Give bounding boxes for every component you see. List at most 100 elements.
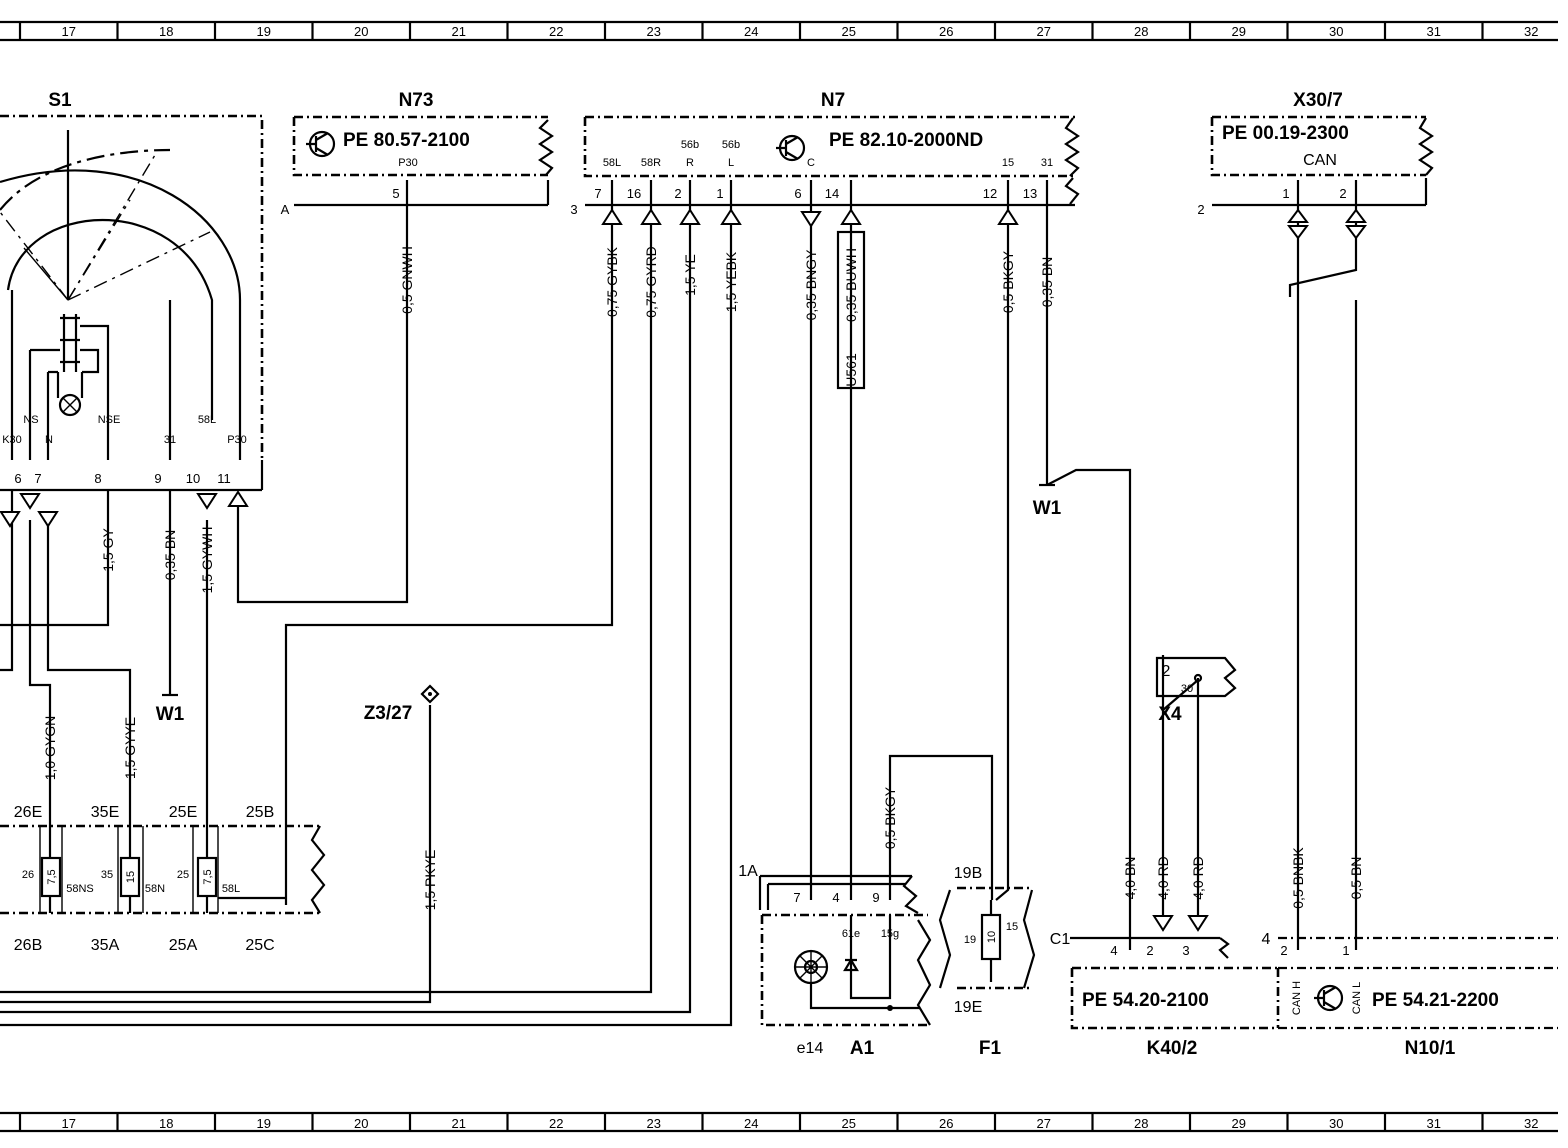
x30-7-reference: PE 00.19-2300 <box>1222 123 1349 144</box>
n7-pin-number: 2 <box>674 186 681 201</box>
n7-pin-number: 1 <box>716 186 723 201</box>
n7-side: 3 <box>570 202 577 217</box>
k40-2-reference: PE 54.20-2100 <box>1082 990 1209 1011</box>
sheath-u561: U561 <box>836 230 866 390</box>
connector-arrows <box>0 208 1367 932</box>
x30-7-pin-number: 2 <box>1339 186 1346 201</box>
fuse-rating: 7,5 <box>202 869 214 884</box>
n7-pin-label: 15 <box>1002 157 1014 169</box>
wire-label: 0,5 BKGY <box>882 786 898 849</box>
ruler-column-number: 32 <box>1524 24 1538 39</box>
n10-1-reference: PE 54.21-2200 <box>1372 990 1499 1011</box>
component-z3-27: Z3/27 <box>364 684 440 724</box>
ruler-column-number: 19 <box>257 24 271 39</box>
s1-title: S1 <box>48 90 72 111</box>
wire-label: 1,5 GY <box>100 528 116 572</box>
x30-7-title: X30/7 <box>1293 90 1343 111</box>
wire-label: 1,5 GYYE <box>122 717 138 779</box>
k40-2-pin: 2 <box>1146 943 1153 958</box>
n7-pin-number: 12 <box>983 186 997 201</box>
ruler-column-number: 23 <box>647 1116 661 1131</box>
a1-pin: 9 <box>872 890 879 905</box>
ruler-column-number: 17 <box>62 24 76 39</box>
fuse-box: 26E 35E 25E 25B 26B 35A 25A 25C 7,5 26 5… <box>0 804 326 954</box>
s1-pin-number: 9 <box>154 471 161 486</box>
n10-1-pin: 2 <box>1280 943 1287 958</box>
wire-label: 0,5 GNWH <box>399 246 415 314</box>
ruler-column-number: 26 <box>939 1116 953 1131</box>
ruler-column-number: 30 <box>1329 24 1343 39</box>
ruler-column-number: 22 <box>549 24 563 39</box>
wire-labels: 0,5 GNWH 0,75 GYBK 0,75 GYRD 1,5 YE 1,5 … <box>42 246 1364 910</box>
n7-pin-number: 16 <box>627 186 641 201</box>
wire-label: 1,5 YEBK <box>723 251 739 312</box>
n7-pin-number: 13 <box>1023 186 1037 201</box>
n73-side: A <box>281 202 290 217</box>
s1-pin-58l: 58L <box>198 414 216 426</box>
n7-pin-label: 31 <box>1041 157 1053 169</box>
z3-27-title: Z3/27 <box>364 703 413 724</box>
connector-arrow <box>640 208 662 225</box>
wire-label: 0,35 BUWH <box>843 248 859 322</box>
n10-1-pin: 1 <box>1342 943 1349 958</box>
s1-pin-n: N <box>45 434 53 446</box>
component-n7: N7 PE 82.10-2000ND 58L 58R 56b R 56b L C… <box>570 90 1080 217</box>
f1-bottom: 19E <box>954 999 982 1016</box>
f1-rating: 10 <box>986 931 998 943</box>
n73-reference: PE 80.57-2100 <box>343 130 470 151</box>
ruler-column-number: 22 <box>549 1116 563 1131</box>
n10-1-title: N10/1 <box>1405 1038 1456 1059</box>
a1-pin: 4 <box>832 890 839 905</box>
ruler-column-number: 32 <box>1524 1116 1538 1131</box>
connector-arrow <box>1187 915 1209 932</box>
connector-arrow <box>601 208 623 225</box>
fuse-output: 58NS <box>66 883 94 895</box>
connector-arrow <box>37 511 59 528</box>
n73-pin-number: 5 <box>392 186 399 201</box>
x4-pin-a: 2 <box>1162 663 1171 680</box>
connector-arrow <box>679 208 701 225</box>
a1-pin: 7 <box>793 890 800 905</box>
connector-arrow <box>196 493 218 510</box>
fusebox-bottom: 25C <box>245 937 274 954</box>
wire-label: 4,0 BN <box>1122 857 1138 900</box>
wire-label: 4,0 RD <box>1190 856 1206 900</box>
ground-w1-left: W1 <box>156 693 185 725</box>
fuse-output: 58N <box>145 883 165 895</box>
connector-arrow <box>0 511 21 528</box>
n10-1-side: 4 <box>1262 931 1271 948</box>
wire-label: 1,5 PKYE <box>422 850 438 911</box>
connector-arrow <box>720 208 742 225</box>
n7-pin-label: 56b <box>722 139 740 151</box>
connector-arrow <box>997 208 1019 225</box>
wire-label: 4,0 RD <box>1155 856 1171 900</box>
n7-pin-label: L <box>728 157 734 169</box>
fuse-output: 58L <box>222 883 240 895</box>
ground-w1-right: W1 <box>1033 483 1062 519</box>
wire-label: 0,5 BKGY <box>1000 250 1016 313</box>
n7-pin-label: 56b <box>681 139 699 151</box>
ruler-column-number: 19 <box>257 1116 271 1131</box>
x30-7-pin-number: 1 <box>1282 186 1289 201</box>
s1-pin-nse: NSE <box>98 414 121 426</box>
wire-label: 0,5 BNBK <box>1290 847 1306 909</box>
ruler-column-number: 27 <box>1037 1116 1051 1131</box>
ruler-column-number: 29 <box>1232 24 1246 39</box>
ruler-column-number: 25 <box>842 1116 856 1131</box>
ruler-column-number: 28 <box>1134 1116 1148 1131</box>
x30-7-side: 2 <box>1197 202 1204 217</box>
a1-side: 1A <box>738 863 758 880</box>
s1-pin-number: 8 <box>94 471 101 486</box>
ruler-column-number: 17 <box>62 1116 76 1131</box>
fusebox-bottom: 25A <box>169 937 198 954</box>
f1-pin: 19 <box>964 934 976 946</box>
fusebox-bottom: 35A <box>91 937 120 954</box>
connector-arrow <box>800 211 822 228</box>
ruler-column-number: 27 <box>1037 24 1051 39</box>
component-a1: 1A 7 4 9 61e 15g e14 A1 <box>738 863 932 1059</box>
f1-title: F1 <box>979 1038 1002 1059</box>
n7-pin-label: 58R <box>641 157 661 169</box>
u561-label: U561 <box>843 353 859 387</box>
